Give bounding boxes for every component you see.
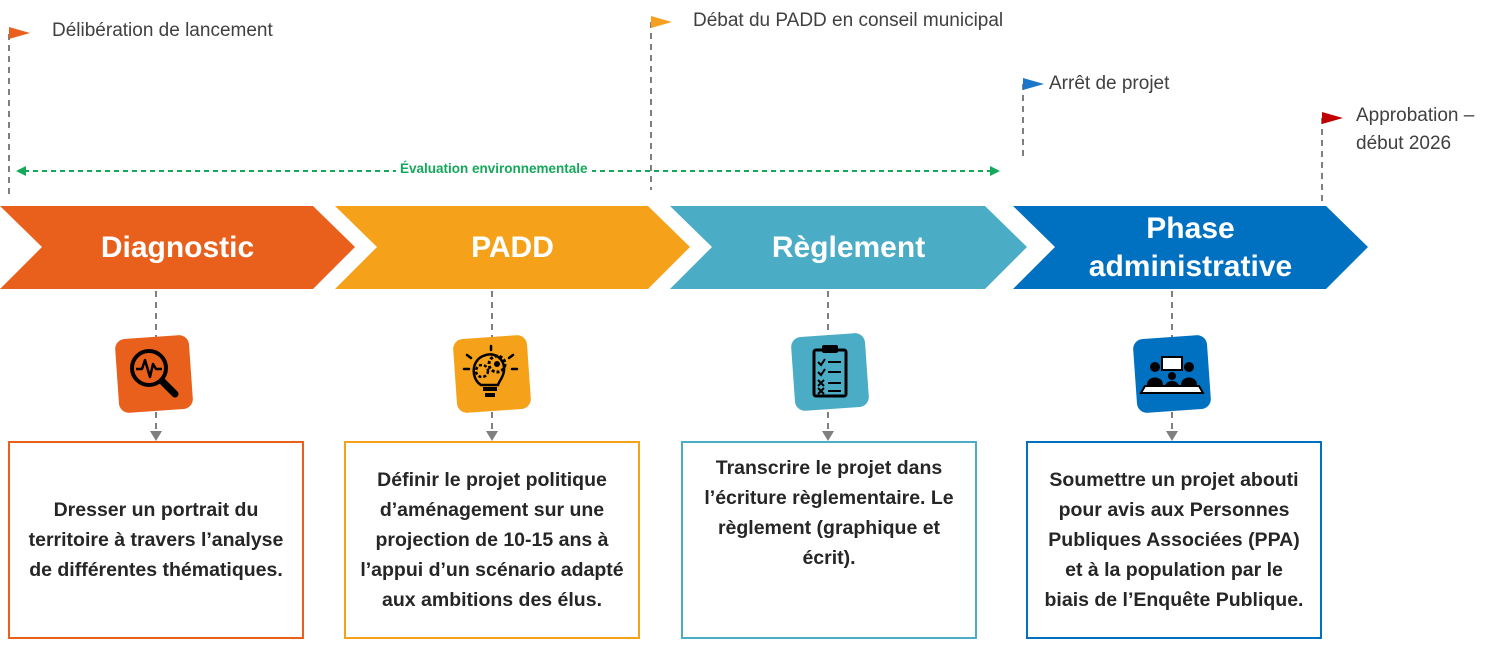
arrow-down-icon: [1166, 431, 1178, 441]
phase-title-administrative-line2: administrative: [1088, 249, 1293, 283]
chevron-padd: [335, 206, 690, 289]
description-reglement: Transcrire le projet dans l’écriture règ…: [704, 457, 954, 569]
description-box-diagnostic: Dresser un portrait du territoire à trav…: [8, 441, 304, 639]
flag-icon: [651, 16, 672, 28]
milestone-label-4-line2: début 2026: [1356, 133, 1452, 154]
chevron-phase-administrative: [1013, 206, 1368, 289]
phase-title-diagnostic: Diagnostic: [100, 230, 255, 264]
chevron-reglement: [670, 206, 1027, 289]
description-box-reglement: Transcrire le projet dans l’écriture règ…: [681, 441, 977, 639]
meeting-people-icon: [1133, 335, 1211, 413]
phase-title-padd: PADD: [471, 230, 554, 264]
flag-icon: [9, 27, 30, 39]
lightbulb-gears-icon: [453, 335, 531, 413]
description-administrative: Soumettre un projet abouti pour avis aux…: [1044, 469, 1304, 611]
arrow-left-icon: [16, 166, 26, 176]
flag-icon: [1322, 112, 1343, 124]
phase-title-reglement: Règlement: [771, 230, 926, 264]
description-box-padd: Définir le projet politique d’aménagemen…: [344, 441, 640, 639]
flag-icon: [1023, 78, 1044, 90]
checklist-clipboard-icon: [791, 333, 869, 411]
arrow-down-icon: [150, 431, 162, 441]
milestone-label-3: Arrêt de projet: [1049, 73, 1170, 94]
description-diagnostic: Dresser un portrait du territoire à trav…: [28, 499, 284, 581]
milestone-label-2: Débat du PADD en conseil municipal: [693, 10, 1004, 31]
chevron-diagnostic: [0, 206, 355, 289]
arrow-down-icon: [486, 431, 498, 441]
arrow-right-icon: [990, 166, 1000, 176]
phase-title-administrative-line1: Phase: [1146, 211, 1235, 245]
description-box-administrative: Soumettre un projet abouti pour avis aux…: [1026, 441, 1322, 639]
arrow-down-icon: [822, 431, 834, 441]
milestone-label-1: Délibération de lancement: [52, 20, 273, 41]
phase-title-administrative: Phase administrative: [1055, 206, 1326, 289]
milestone-label-4: Approbation – début 2026: [1356, 102, 1474, 158]
environment-label: Évaluation environnementale: [396, 161, 592, 176]
milestone-label-4-line1: Approbation –: [1356, 105, 1475, 126]
description-padd: Définir le projet politique d’aménagemen…: [360, 469, 624, 611]
magnifier-pulse-icon: [115, 335, 193, 413]
